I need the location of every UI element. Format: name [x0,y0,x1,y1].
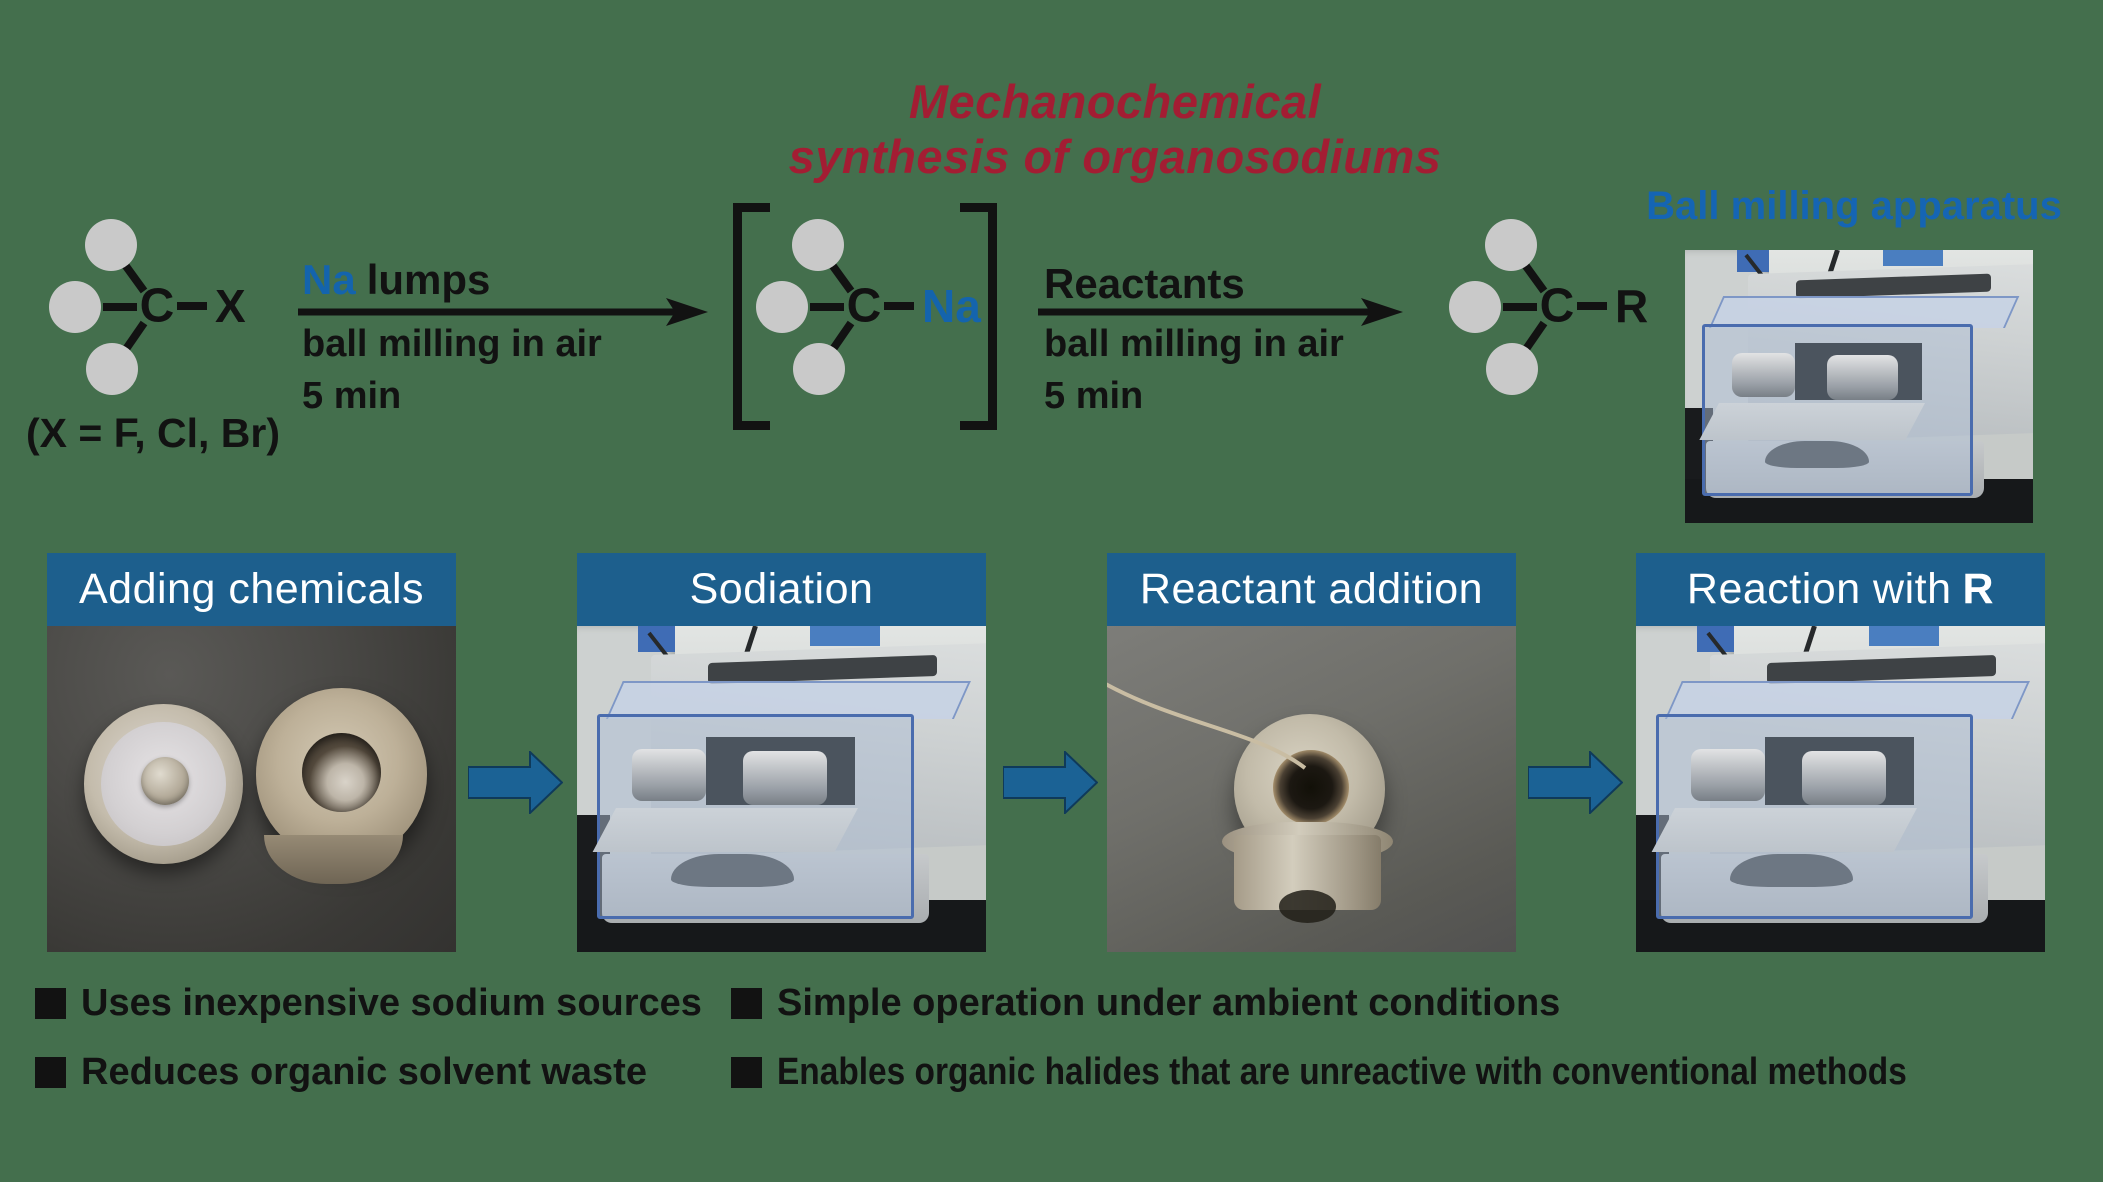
open-jar-lid-shape [83,704,244,864]
highlight-bullet: Uses inexpensive sodium sources [35,982,702,1025]
panel-sodiation: Sodiation [577,553,986,952]
milling-jar-shape [1731,353,1796,397]
highlight-bullet: Simple operation under ambient condition… [731,982,1560,1025]
background-object-shape [1883,250,1943,267]
highlight-text: Enables organic halides that are unreact… [777,1051,1907,1093]
highlight-bullet: Reduces organic solvent waste [35,1051,647,1094]
substituent-circle [792,219,844,271]
acrylic-cover-shape [592,714,915,919]
step2-condition1: ball milling in air [1044,323,1344,365]
structure-reactant-cx: C X [49,219,246,395]
sodium-reagent-label: Na [302,256,356,303]
acrylic-cover-shape [1699,323,1973,497]
milling-ball-shape [141,756,190,805]
photo-sodiation [577,626,986,952]
bond [827,320,855,355]
highlight-text: Uses inexpensive sodium sources [81,982,702,1024]
milling-jar-shape [743,750,828,805]
jar-opening-shape [301,732,381,813]
step2-condition2: 5 min [1044,375,1144,417]
milling-jar-shape [631,748,707,801]
step2-conditions: ball milling in air 5 min [1044,318,1344,422]
panel-header-sodiation: Sodiation [577,553,986,626]
reagent-rest: lumps [366,256,491,303]
halide-label: X [215,280,246,332]
photo-adding-chemicals [47,626,456,952]
jar-opening-with-powder-shape [1273,750,1349,825]
step1-condition1: ball milling in air [302,323,602,365]
step1-conditions: ball milling in air 5 min [302,318,602,422]
apparatus-caption: Ball milling apparatus [1646,184,2062,228]
panel-header-reaction-with-r: Reaction with R [1636,553,2045,626]
background-object-shape [810,626,880,646]
left-bracket [733,203,770,430]
bond [826,259,855,294]
carbon-label: C [1540,280,1575,333]
panel-adding-chemicals: Adding chemicals [47,553,456,952]
open-jar-body-shape [255,687,428,861]
panel-title: Sodiation [689,565,874,613]
figure-title-line2: synthesis of organosodiums [788,130,1442,183]
substituent-circle [85,219,137,271]
substituent-circle [793,343,845,395]
panel-header-adding-chemicals: Adding chemicals [47,553,456,626]
feeding-wire-shape [1107,682,1307,770]
r-group-label: R [1615,280,1648,332]
reaction-arrow-1 [298,298,708,326]
panel-title-r-emphasis: R [1962,565,1995,613]
substituent-circle [756,281,808,333]
carbon-label: C [140,280,175,333]
acrylic-cover-shape [1651,714,1974,919]
figure-title: Mechanochemical synthesis of organosodiu… [603,74,1627,184]
flow-arrow-icon [1003,751,1098,814]
substituent-circle [86,343,138,395]
panel-title: Reactant addition [1139,565,1484,613]
mill-floor-shape [1699,403,1925,440]
photo-ball-milling-apparatus [1685,250,2033,523]
mill-floor-shape [1651,808,1918,853]
highlight-text: Reduces organic solvent waste [81,1051,647,1093]
mill-floor-shape [592,808,859,853]
square-bullet-icon [35,988,66,1019]
structure-product-cr: C R [1449,219,1648,395]
panel-title: Reaction with [1686,565,1952,613]
sodium-label: Na [922,280,981,332]
substituent-circle [1486,343,1538,395]
right-bracket [960,203,997,430]
substituent-circle [1485,219,1537,271]
figure-title-line1: Mechanochemical [908,75,1322,128]
highlight-text: Simple operation under ambient condition… [777,982,1561,1024]
milling-jar-shape [1690,748,1766,801]
panel-reactant-addition: Reactant addition [1107,553,1516,952]
background-object-shape [1869,626,1939,646]
carbon-label: C [847,280,882,333]
milling-jar-shape [1827,355,1899,400]
step2-reagent: Reactants [1044,260,1245,307]
photo-reactant-addition [1107,626,1516,952]
square-bullet-icon [35,1057,66,1088]
bond [119,259,148,294]
flow-arrow-icon [468,751,563,814]
square-bullet-icon [731,988,762,1019]
x-definition: (X = F, Cl, Br) [26,410,281,456]
panel-reaction-with-r: Reaction with R [1636,553,2045,952]
reaction-arrow-2 [1038,298,1403,326]
step1-condition2: 5 min [302,375,402,417]
substituent-circle [1449,281,1501,333]
flow-arrow-icon [1528,751,1623,814]
bond [1520,320,1548,355]
photo-reaction-with-r [1636,626,2045,952]
panel-header-reactant-addition: Reactant addition [1107,553,1516,626]
powder-spot-shape [1278,890,1337,923]
milling-jar-shape [1802,750,1887,805]
square-bullet-icon [731,1057,762,1088]
bond [1519,259,1548,294]
highlight-bullet: Enables organic halides that are unreact… [731,1051,2061,1094]
panel-title: Adding chemicals [78,565,424,613]
substituent-circle [49,281,101,333]
bond [120,320,148,355]
structure-intermediate-cna: C Na [756,219,981,395]
jar-side-shape [263,834,403,884]
